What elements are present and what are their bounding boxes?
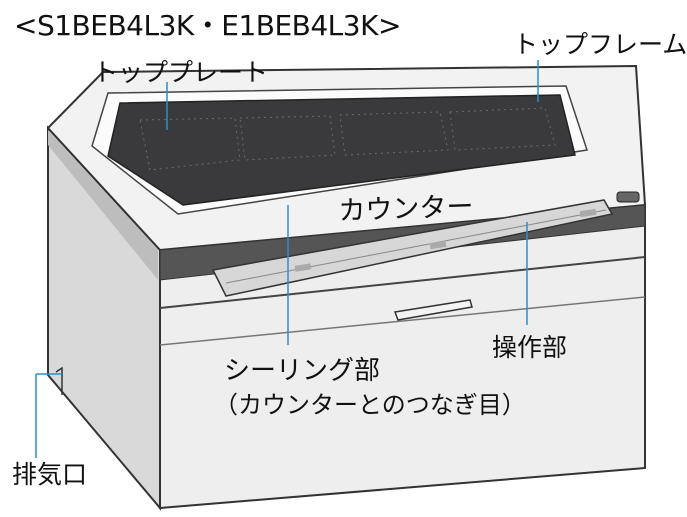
cooking-zones xyxy=(139,107,556,171)
panel-button xyxy=(429,240,447,250)
model-title: <S1BEB4L3K・E1BEB4L3K> xyxy=(14,9,401,42)
exhaust-gap xyxy=(55,366,63,395)
drawer-handle xyxy=(393,299,473,321)
label-exhaust-port: 排気口 xyxy=(12,460,88,489)
drawer-bottom-line xyxy=(159,296,646,346)
label-counter: カウンター xyxy=(337,191,474,227)
top-plate-glass xyxy=(107,94,576,206)
label-control-panel: 操作部 xyxy=(492,333,568,362)
panel-button xyxy=(294,263,312,272)
label-top-plate: トッププレート xyxy=(93,58,269,87)
leader-lines xyxy=(35,60,539,458)
drawer-top-line xyxy=(159,256,646,309)
label-sealing: シーリング部 xyxy=(224,356,381,386)
control-panel xyxy=(211,199,614,297)
power-switch xyxy=(616,191,640,203)
counter-front-band-left xyxy=(48,130,158,280)
label-top-frame: トップフレーム xyxy=(513,30,687,59)
label-sealing-note: （カウンターとのつなぎ目） xyxy=(214,391,526,419)
panel-button xyxy=(579,208,597,218)
